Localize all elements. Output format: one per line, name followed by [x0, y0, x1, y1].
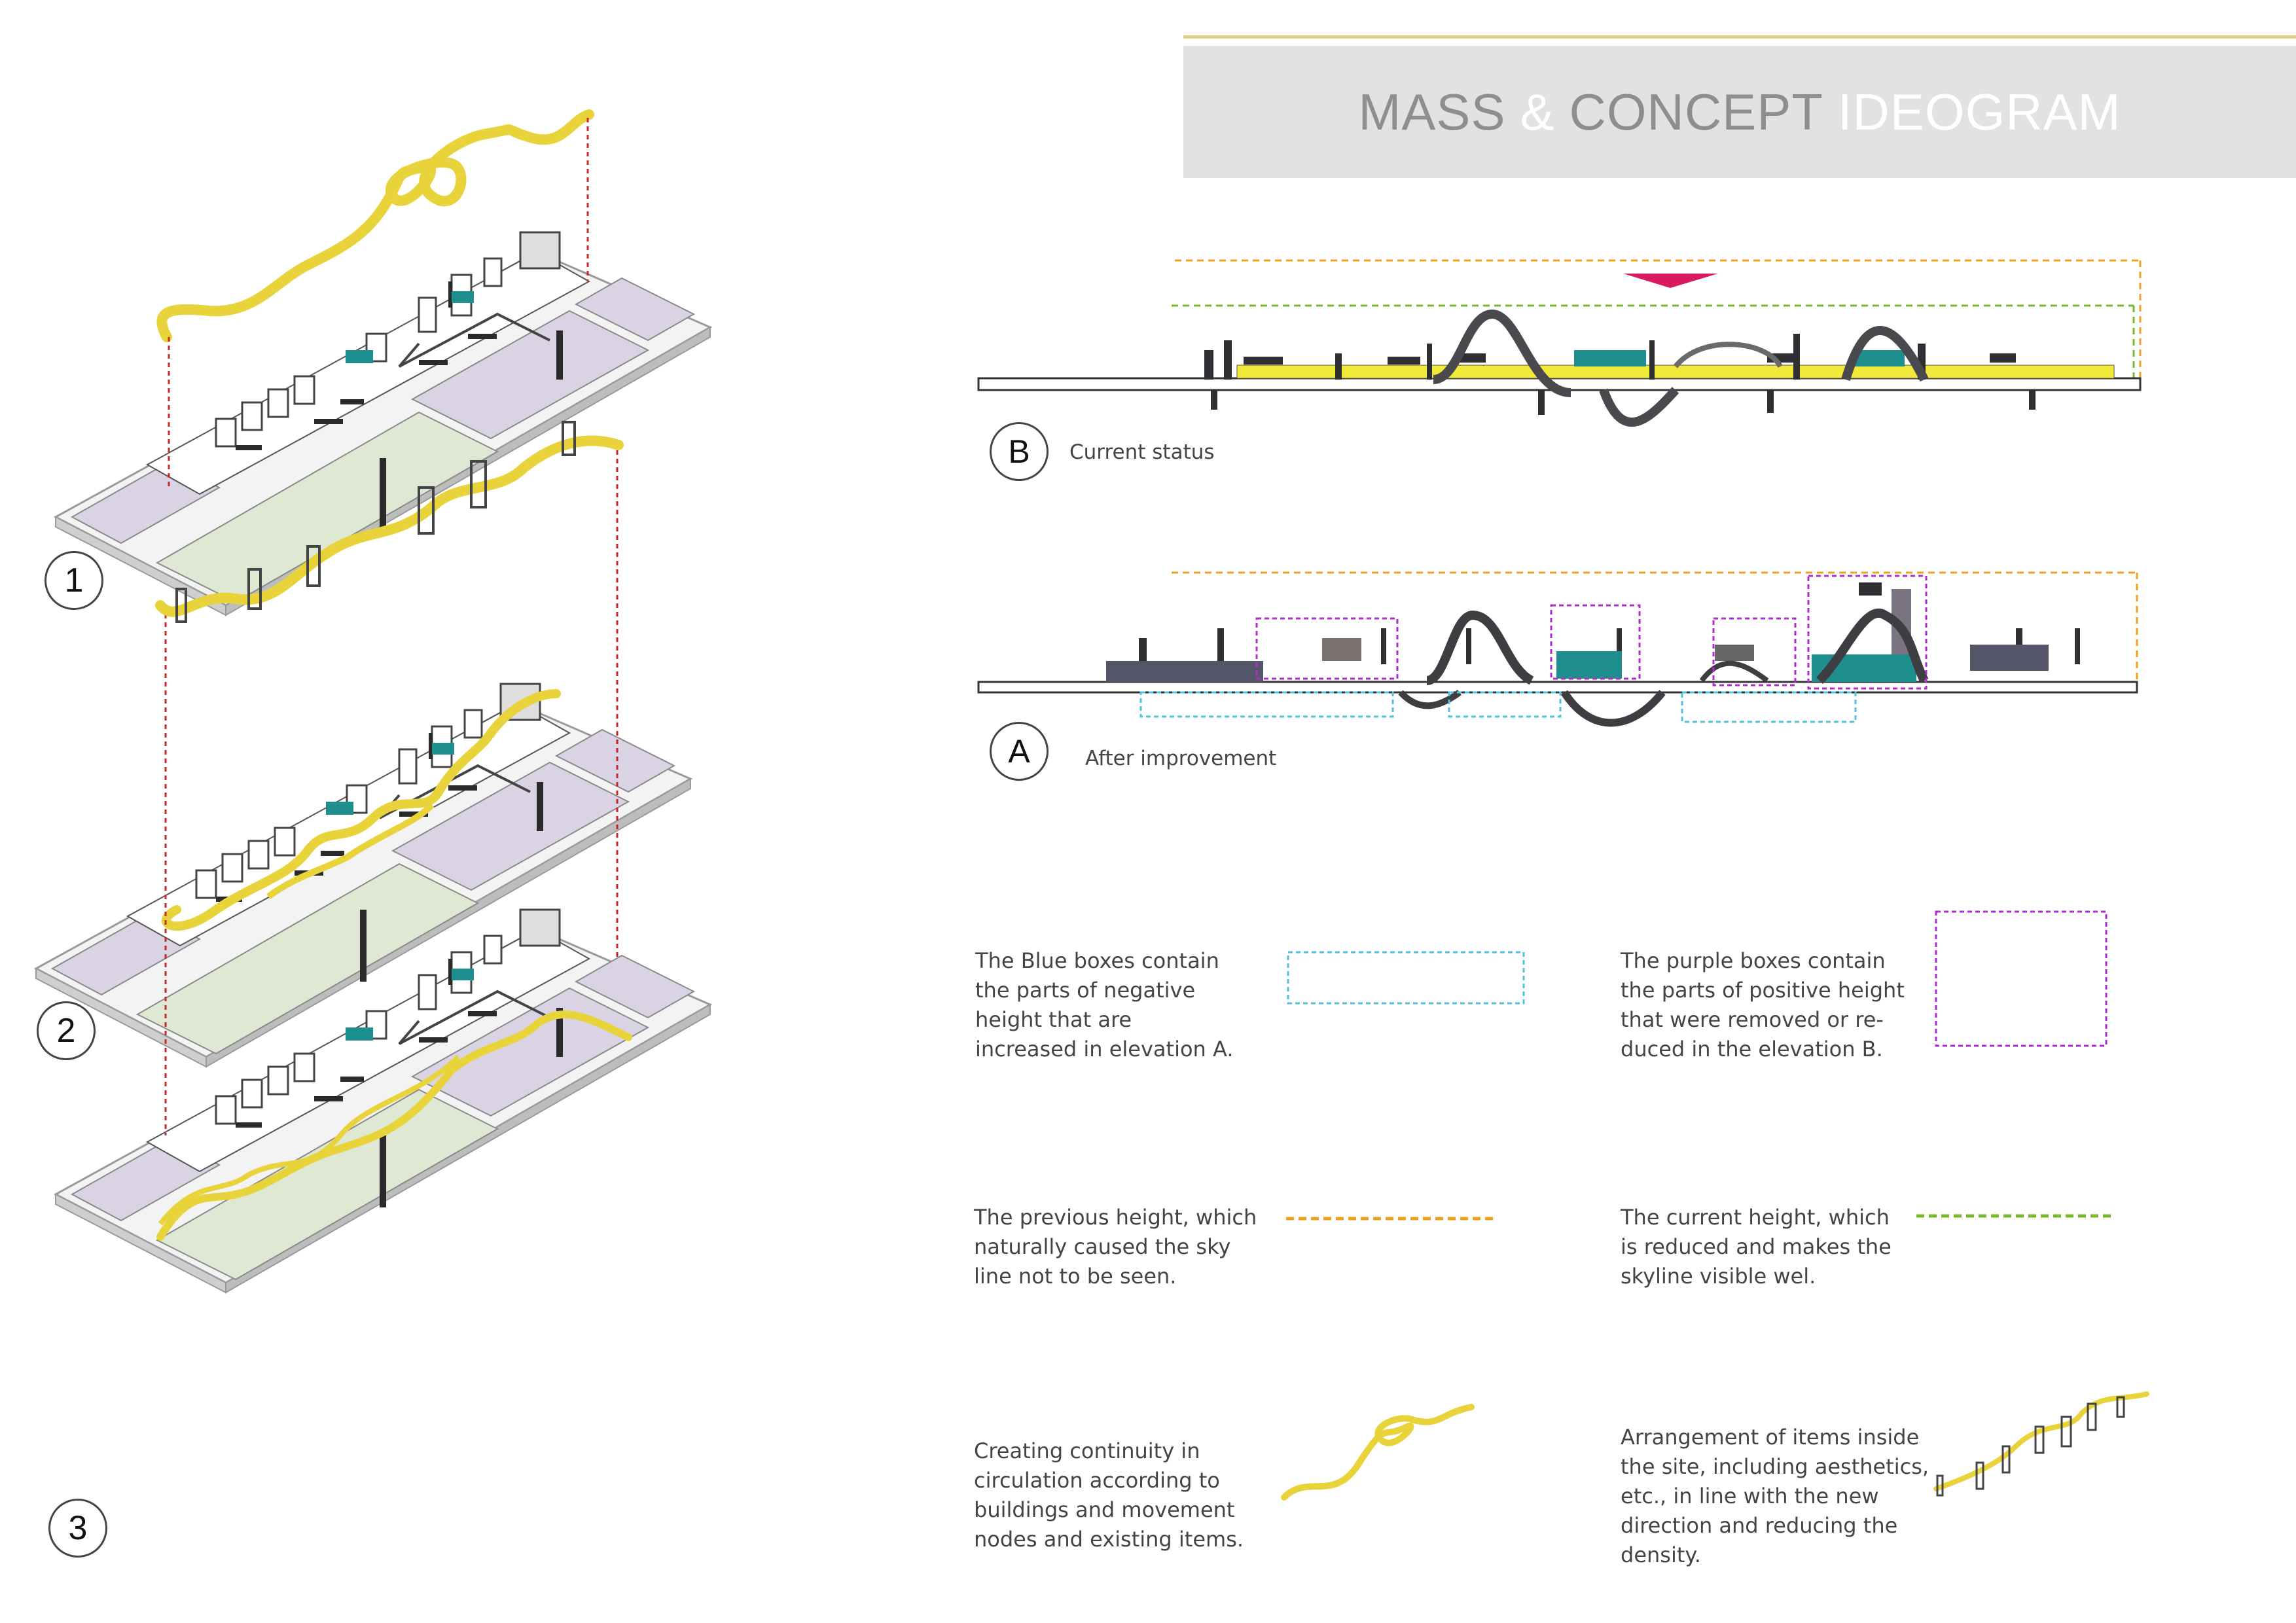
circulation-swatch [1284, 1407, 1471, 1497]
legend-arrangement-text: Arrangement of items inside the site, in… [1621, 1423, 1929, 1570]
purple-box-swatch [1936, 912, 2106, 1046]
legend-continuity-text: Creating continuity in circulation accor… [974, 1436, 1244, 1554]
legend-previous-height-text: The previous height, which naturally cau… [974, 1203, 1257, 1291]
elevation-b-badge: B [990, 422, 1049, 481]
elevation-b [978, 260, 2140, 422]
reduction-arrow-icon [1623, 274, 1718, 288]
elevation-a-caption: After improvement [1085, 747, 1276, 770]
legend-current-height-text: The current height, which is reduced and… [1621, 1203, 1892, 1291]
elevation-a-badge: A [990, 722, 1049, 781]
blue-box-swatch [1288, 952, 1524, 1003]
elevation-a [978, 573, 2137, 723]
arrangement-swatch [1936, 1394, 2147, 1495]
legend-purple-box-text: The purple boxes contain the parts of po… [1621, 946, 1905, 1064]
legend-blue-box-text: The Blue boxes contain the parts of nega… [975, 946, 1233, 1064]
elevation-b-caption: Current status [1069, 440, 1215, 464]
